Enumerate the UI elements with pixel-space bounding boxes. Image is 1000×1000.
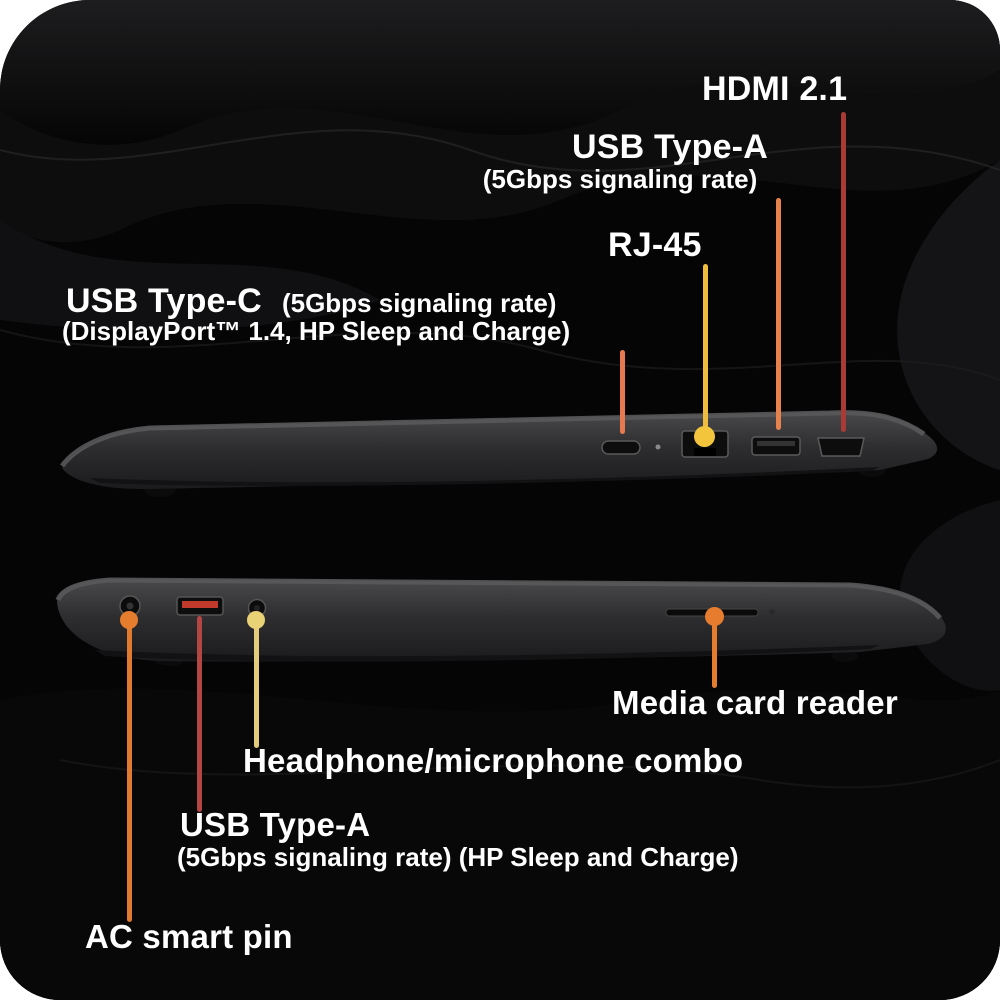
usb-a-top-leader-line: [776, 198, 781, 430]
laptop-body: [57, 579, 946, 662]
laptop-top-edge: [55, 577, 942, 620]
headphone-dot: [247, 611, 265, 629]
usb-a-tongue: [757, 441, 795, 446]
rj45-leader-line: [703, 264, 708, 428]
laptop-top-edge: [59, 410, 926, 468]
headphone-label: Headphone/microphone combo: [243, 742, 744, 779]
laptop-body: [62, 411, 938, 490]
headphone-leader-line: [254, 624, 259, 748]
slot-mark: [769, 609, 775, 615]
usb-c-label: USB Type-C: [66, 282, 262, 320]
ac-pin-leader-line: [127, 624, 132, 922]
port-indicator-led: [655, 444, 661, 450]
usb-a-top-label: USB Type-A: [572, 128, 768, 166]
usb-c-port: [601, 440, 641, 455]
usb-a-bottom-leader-line: [197, 616, 202, 812]
hdmi-port: [817, 437, 865, 457]
usb-a-bottom-label: USB Type-A: [180, 806, 371, 843]
headphone-jack-hole: [254, 605, 260, 611]
laptop-foot: [832, 650, 858, 662]
media-card-dot: [705, 607, 724, 626]
laptop-right-side-view: [59, 410, 938, 497]
usb-a-bottom-sublabel: (5Gbps signaling rate) (HP Sleep and Cha…: [177, 842, 739, 872]
hdmi-label: HDMI 2.1: [702, 70, 848, 108]
usb-a-tongue-red: [182, 601, 218, 608]
media-card-label: Media card reader: [612, 684, 898, 721]
rj45-label: RJ-45: [608, 226, 702, 264]
usb-c-label-row: USB Type-C (5Gbps signaling rate): [66, 282, 557, 320]
ac-pin-label: AC smart pin: [85, 918, 293, 955]
hdmi-leader-line: [841, 112, 846, 432]
usb-c-sublabel-2: (DisplayPort™ 1.4, HP Sleep and Charge): [62, 316, 571, 346]
laptop-bottom-shade: [95, 645, 880, 662]
rj45-port-notch: [694, 448, 716, 456]
laptop-left-side-view: [55, 577, 946, 666]
ac-pin-dot: [120, 611, 138, 629]
usb-c-leader-line: [620, 350, 625, 434]
usb-c-sublabel-1: (5Gbps signaling rate): [281, 288, 557, 318]
media-card-leader-line: [712, 620, 717, 688]
laptop-bottom-shade: [90, 467, 880, 486]
ac-power-pin: [126, 602, 134, 610]
usb-a-top-sublabel: (5Gbps signaling rate): [482, 164, 758, 194]
rj45-port-dot: [694, 426, 715, 447]
